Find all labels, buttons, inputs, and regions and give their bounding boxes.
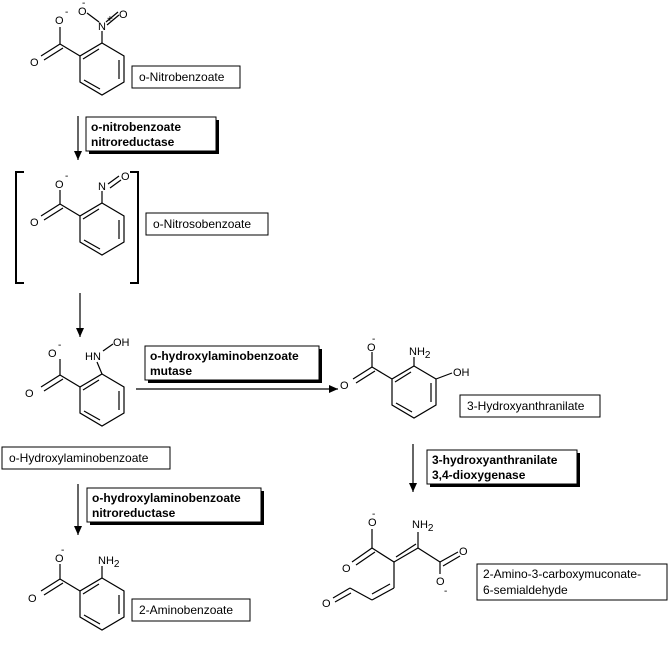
- negative-charge-label: -: [82, 0, 85, 9]
- 3-hydroxyanthranilate-structure: [352, 352, 453, 419]
- positive-charge-label: +: [107, 14, 113, 25]
- negative-charge-label: -: [65, 171, 68, 182]
- amine-label: NH2: [412, 519, 434, 534]
- semialdehyde-label-line1: 2-Amino-3-carboxymuconate-: [483, 567, 641, 581]
- brackets: [15, 171, 139, 284]
- enzyme-name-line1: 3-hydroxyanthranilate: [432, 453, 558, 467]
- carbonyl-oxygen-label: O: [28, 593, 37, 605]
- hydroxyl-label: OH: [453, 367, 470, 379]
- amine-nh-text: NH: [412, 519, 428, 531]
- semialdehyde-label-line2: 6-semialdehyde: [483, 583, 568, 597]
- 2-aminobenzoate-structure: [40, 564, 125, 631]
- carboxylate-oxygen-label: O: [48, 348, 57, 360]
- negative-charge-label: -: [372, 509, 375, 520]
- nitroso-oxygen-label: O: [121, 171, 130, 183]
- carbonyl-oxygen-label: O: [459, 546, 468, 558]
- nitroso-nitrogen-label: N: [98, 181, 106, 193]
- amine-nh-text: NH: [409, 346, 425, 358]
- carbonyl-oxygen-label: O: [30, 57, 39, 69]
- enzyme-box-mutase: o-hydroxylaminobenzoate mutase: [144, 345, 322, 383]
- carboxylate-oxygen-label: O: [367, 342, 376, 354]
- amine-nh-text: NH: [98, 555, 114, 567]
- enzyme-box-nitroreductase-2: o-hydroxylaminobenzoate nitroreductase: [86, 487, 264, 525]
- 3-hydroxyanthranilate-label: 3-Hydroxyanthranilate: [467, 399, 585, 413]
- semialdehyde-structure: [332, 529, 461, 603]
- carbonyl-oxygen-label: O: [25, 388, 34, 400]
- nitro-oxygen-label: O: [119, 9, 128, 21]
- carboxylate-oxygen-label: O: [55, 553, 64, 565]
- nitro-nitrogen-label: N: [98, 21, 106, 33]
- enzyme-name-line2: mutase: [150, 364, 192, 378]
- enzyme-box-nitroreductase: o-nitrobenzoate nitroreductase: [85, 116, 219, 154]
- carbonyl-oxygen-label: O: [342, 563, 351, 575]
- carboxylate-oxygen-label: O: [436, 576, 445, 588]
- carboxylate-oxygen-label: O: [55, 179, 64, 191]
- carbonyl-oxygen-label: O: [30, 217, 39, 229]
- 3-hydroxyanthranilate-label-box: 3-Hydroxyanthranilate: [459, 394, 601, 418]
- o-hydroxylaminobenzoate-label: o-Hydroxylaminobenzoate: [9, 451, 149, 465]
- carboxylate-oxygen-label: O: [55, 15, 64, 27]
- hydroxylamine-nh-label: HN: [85, 351, 101, 363]
- negative-charge-label: -: [444, 586, 447, 597]
- subscript-2: 2: [425, 350, 431, 361]
- 2-aminobenzoate-label: 2-Aminobenzoate: [139, 603, 233, 617]
- negative-charge-label: -: [372, 334, 375, 345]
- nitro-oxygen-label: O: [78, 6, 87, 18]
- o-hydroxylaminobenzoate-label-box: o-Hydroxylaminobenzoate: [1, 446, 171, 470]
- enzyme-box-dioxygenase: 3-hydroxyanthranilate 3,4-dioxygenase: [426, 449, 580, 487]
- enzyme-name-line1: o-nitrobenzoate: [91, 120, 181, 134]
- 2-aminobenzoate-label-box: 2-Aminobenzoate: [131, 598, 251, 622]
- subscript-2: 2: [428, 523, 434, 534]
- enzyme-name-line2: nitroreductase: [91, 135, 175, 149]
- subscript-2: 2: [114, 559, 120, 570]
- negative-charge-label: -: [58, 340, 61, 351]
- enzyme-name-line1: o-hydroxylaminobenzoate: [92, 491, 241, 505]
- o-nitrobenzoate-label-box: o-Nitrobenzoate: [131, 65, 241, 89]
- o-nitrobenzoate-structure: [40, 11, 125, 96]
- carboxylate-oxygen-label: O: [368, 517, 377, 529]
- carbonyl-oxygen-label: O: [340, 380, 349, 392]
- amine-label: NH2: [98, 555, 120, 570]
- enzyme-name-line1: o-hydroxylaminobenzoate: [150, 349, 299, 363]
- enzyme-name-line2: nitroreductase: [92, 506, 176, 520]
- o-hydroxylaminobenzoate-structure: [40, 343, 125, 427]
- o-nitrosobenzoate-label: o-Nitrosobenzoate: [153, 217, 251, 231]
- o-nitrobenzoate-label: o-Nitrobenzoate: [139, 70, 225, 84]
- enzyme-name-line2: 3,4-dioxygenase: [432, 468, 526, 482]
- aldehyde-oxygen-label: O: [322, 598, 331, 610]
- amine-label: NH2: [409, 346, 431, 361]
- semialdehyde-label-box: 2-Amino-3-carboxymuconate- 6-semialdehyd…: [476, 563, 668, 601]
- negative-charge-label: -: [61, 545, 64, 556]
- negative-charge-label: -: [65, 7, 68, 18]
- o-nitrosobenzoate-structure: [40, 175, 125, 256]
- hydroxyl-label: OH: [113, 337, 130, 349]
- o-nitrosobenzoate-label-box: o-Nitrosobenzoate: [145, 212, 269, 236]
